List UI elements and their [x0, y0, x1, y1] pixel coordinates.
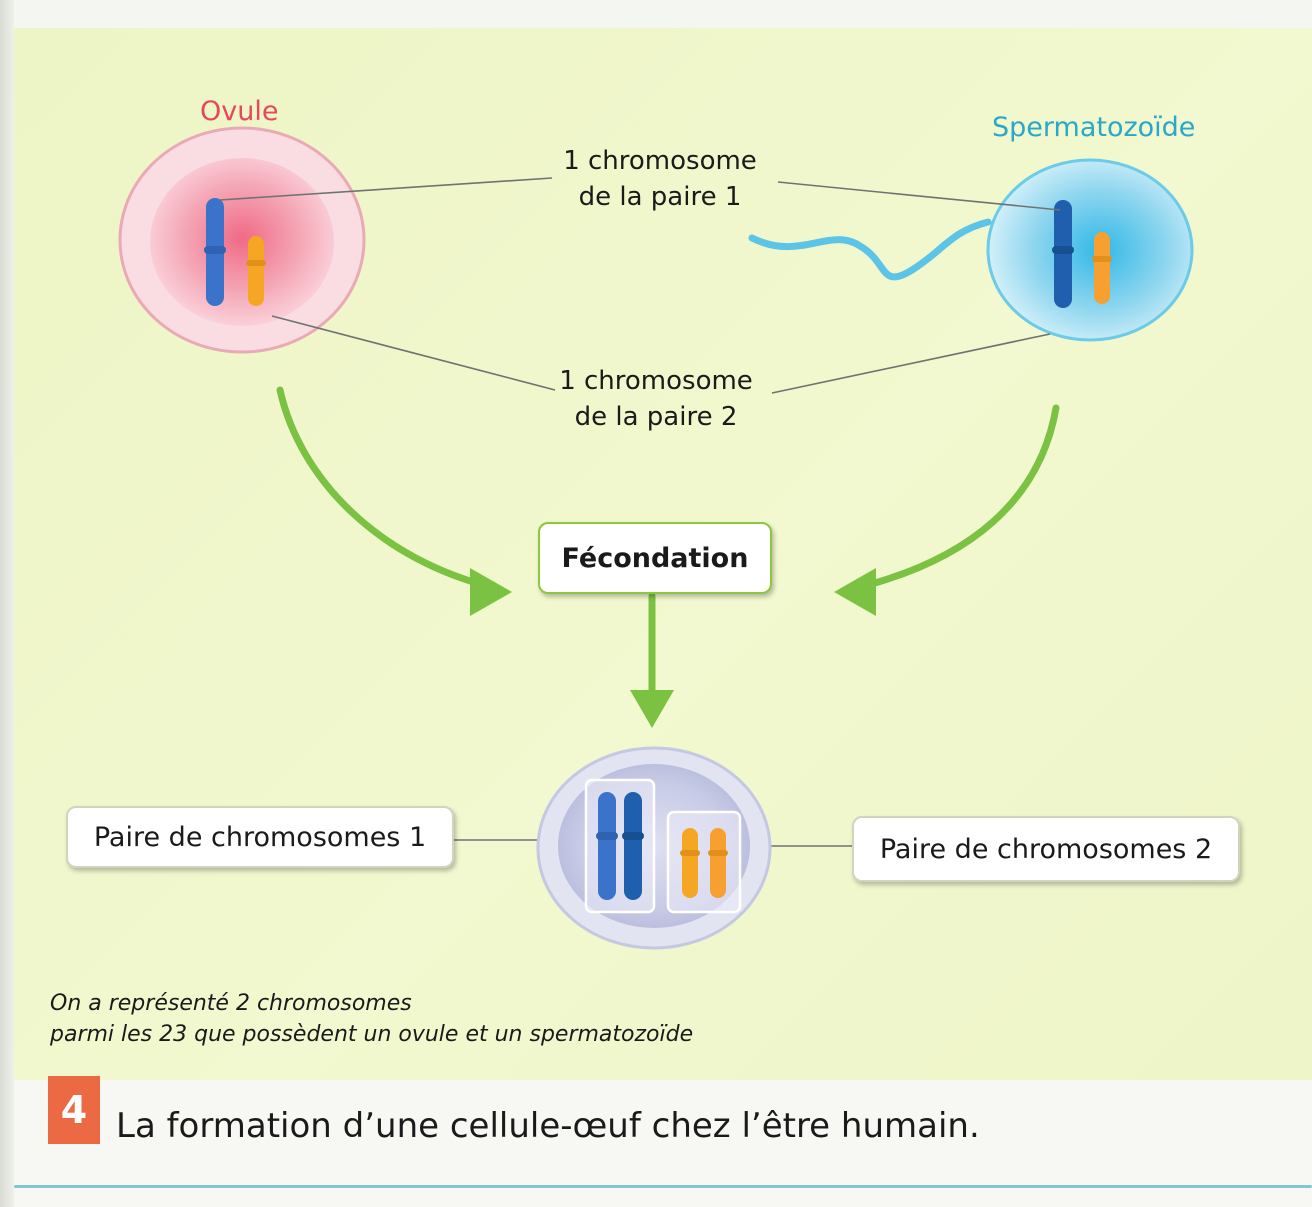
chromosome-pair2-note: 1 chromosome de la paire 2: [538, 363, 774, 435]
egg-pair1-frame: [584, 778, 656, 914]
chromosome-pair2-note-line1: 1 chromosome: [559, 366, 753, 396]
fecondation-label: Fécondation: [538, 522, 772, 594]
arrow-heads: [470, 568, 876, 728]
pair2-label: Paire de chromosomes 2: [852, 816, 1240, 882]
page-edge: [0, 0, 14, 1207]
chromosome-pair1-note-line2: de la paire 1: [578, 182, 742, 212]
pair1-label: Paire de chromosomes 1: [66, 806, 454, 868]
pointer-lines: [219, 177, 1061, 847]
bottom-rule: [14, 1185, 1312, 1188]
ovule-cell-icon: [118, 126, 366, 354]
footnote-line1: On a représenté 2 chromosomes: [50, 991, 412, 1016]
chromosome-pair1-note: 1 chromosome de la paire 1: [544, 143, 776, 215]
spermatozoid-icon: [748, 158, 1194, 342]
spermatozoide-title: Spermatozoïde: [992, 112, 1196, 143]
ovule-chromosome-pair2: [248, 236, 264, 306]
chromosome-pair1-note-line1: 1 chromosome: [563, 146, 757, 176]
fertilization-arrows: [276, 386, 1060, 699]
chromosome-pair2-note-line2: de la paire 2: [574, 402, 738, 432]
footnote-line2: parmi les 23 que possèdent un ovule et u…: [50, 1022, 694, 1047]
sperm-chromosome-pair2: [1094, 232, 1110, 304]
figure-caption: La formation d’une cellule-œuf chez l’êt…: [116, 1106, 980, 1146]
egg-cell-icon: [536, 746, 772, 950]
figure-number-badge: 4: [48, 1076, 100, 1144]
footnote: On a représenté 2 chromosomes parmi les …: [50, 988, 693, 1050]
egg-pair2-frame: [666, 810, 742, 914]
ovule-title: Ovule: [200, 96, 279, 127]
